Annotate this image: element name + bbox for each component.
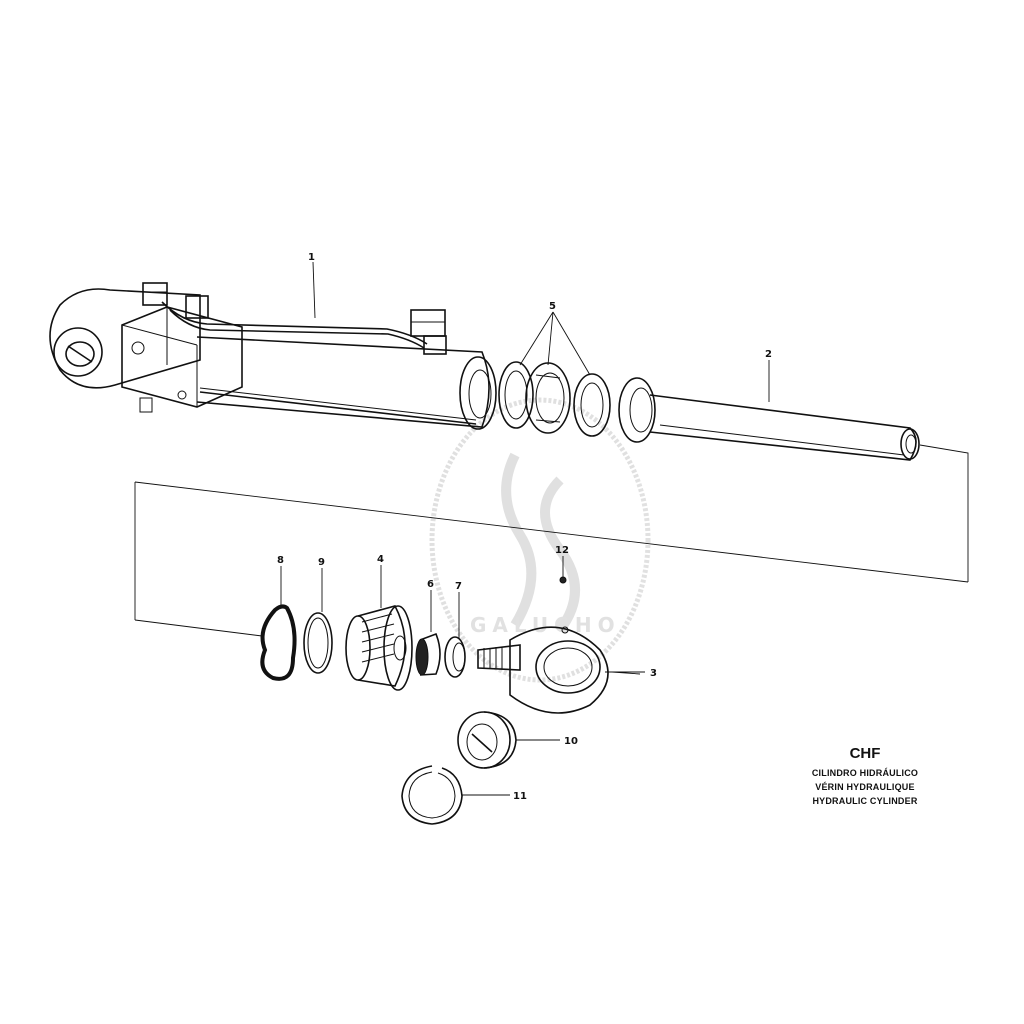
callout-7: 7 — [455, 581, 462, 592]
title-spanish: CILINDRO HIDRÁULICO — [811, 768, 919, 778]
watermark-text: GALUCHO — [470, 613, 621, 637]
callout-9: 9 — [318, 557, 325, 568]
callout-2: 2 — [765, 349, 772, 360]
assembly-outline — [134, 444, 969, 675]
part-8-o-ring — [260, 604, 297, 681]
part-7-seal-ring — [444, 636, 466, 678]
callout-3: 3 — [650, 668, 657, 679]
callout-4: 4 — [377, 554, 384, 565]
part-2-piston-rod — [618, 377, 920, 461]
part-5-piston-seals — [498, 361, 611, 437]
callout-10: 10 — [564, 736, 578, 747]
title-block: CHF CILINDRO HIDRÁULICO VÉRIN HYDRAULIQU… — [790, 745, 940, 808]
diagram-code: CHF — [849, 745, 881, 762]
callout-8: 8 — [277, 555, 284, 566]
part-10-bushing — [457, 711, 517, 769]
title-french: VÉRIN HYDRAULIQUE — [815, 782, 915, 792]
callout-11: 11 — [513, 791, 527, 802]
callout-5: 5 — [549, 301, 556, 312]
title-english: HYDRAULIC CYLINDER — [812, 796, 918, 806]
part-6-wiper — [415, 632, 441, 676]
part-4-gland — [345, 605, 413, 691]
leader-lines — [280, 261, 770, 796]
part-11-circlip — [401, 765, 463, 825]
part-9-backup-ring — [303, 612, 333, 674]
part-3-rod-eye — [477, 626, 609, 714]
callout-1: 1 — [308, 252, 315, 263]
part-1-cylinder-body — [49, 282, 497, 430]
callout-6: 6 — [427, 579, 434, 590]
callout-12: 12 — [555, 545, 569, 556]
callout-labels: 1 5 2 8 9 4 6 7 12 3 10 11 — [277, 252, 772, 802]
